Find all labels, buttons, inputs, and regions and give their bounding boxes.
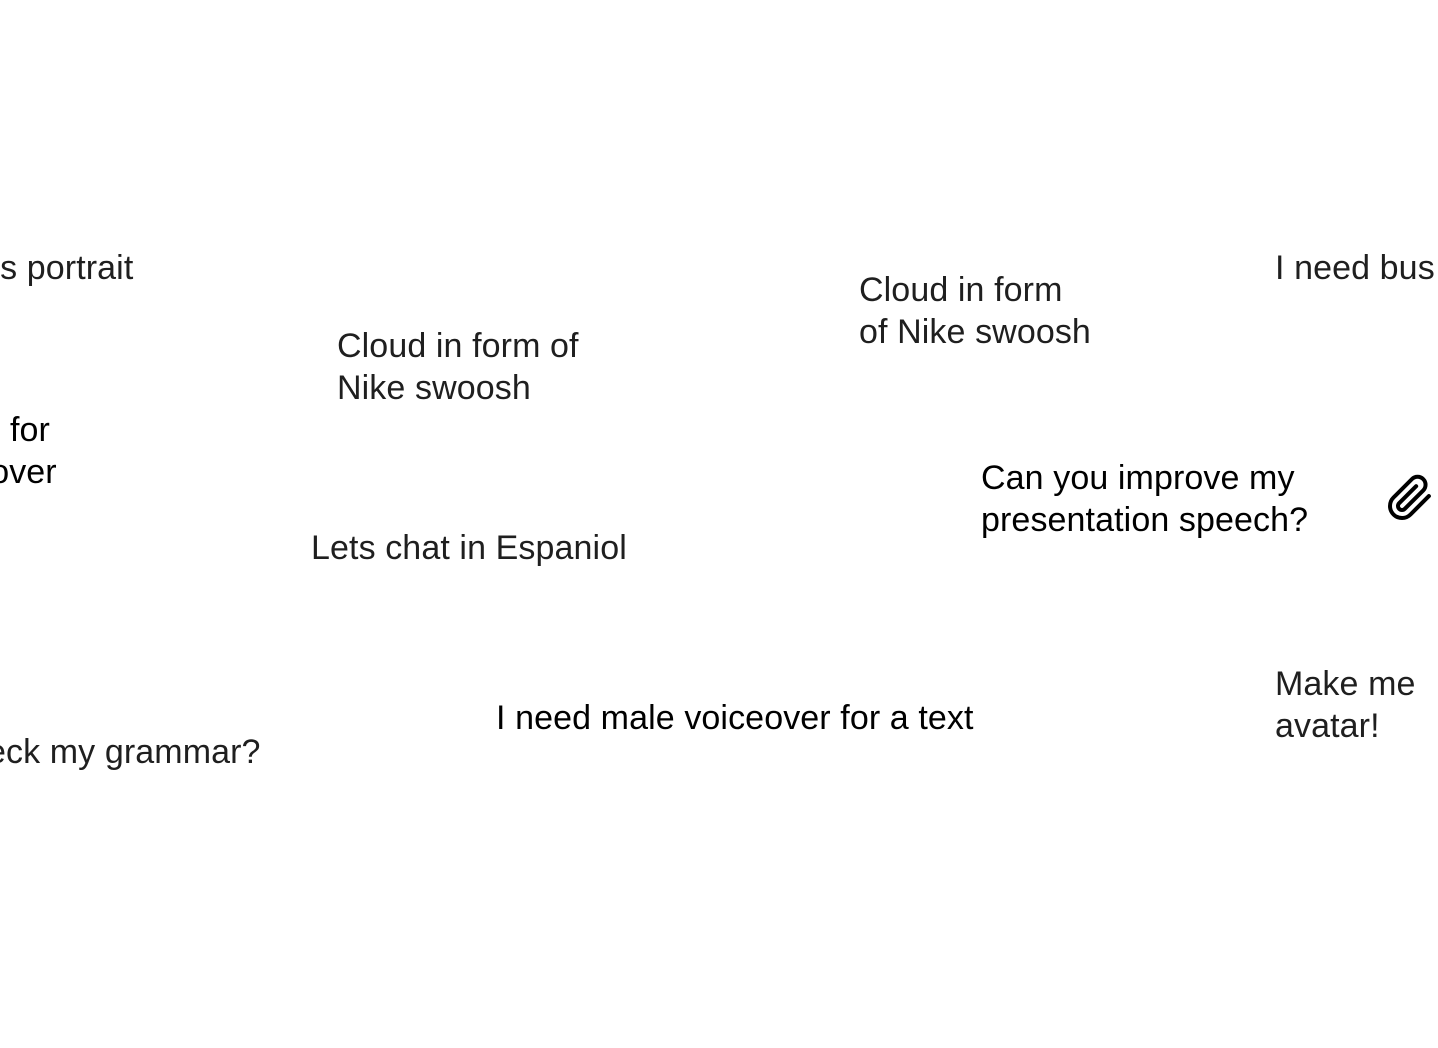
prompt-line: heck my grammar? bbox=[0, 733, 261, 771]
prompt-suggestion-make-avatar[interactable]: Make me avatar! bbox=[1275, 663, 1416, 747]
prompt-line: presentation speech? bbox=[981, 501, 1309, 539]
prompt-suggestion-male-voiceover[interactable]: I need male voiceover for a text bbox=[496, 697, 974, 739]
prompt-suggestion-business-portrait[interactable]: ess portrait bbox=[0, 247, 133, 289]
prompt-line: Cloud in form of bbox=[337, 327, 579, 365]
prompt-suggestion-cloud-nike-swoosh[interactable]: Cloud in form of Nike swoosh bbox=[337, 325, 579, 409]
prompt-line: Nike swoosh bbox=[337, 369, 531, 407]
prompt-suggestion-business[interactable]: I need bus bbox=[1275, 247, 1435, 289]
prompt-line: Can you improve my bbox=[981, 459, 1295, 497]
prompt-suggestion-chat-espaniol[interactable]: Lets chat in Espaniol bbox=[311, 527, 627, 569]
prompt-line: avatar! bbox=[1275, 707, 1380, 745]
prompt-line: I need bus bbox=[1275, 249, 1435, 287]
prompt-line: for bbox=[10, 411, 50, 449]
prompt-line: Lets chat in Espaniol bbox=[311, 529, 627, 567]
prompt-suggestion-check-grammar[interactable]: heck my grammar? bbox=[0, 731, 261, 773]
prompt-suggestion-cover[interactable]: for t cover bbox=[0, 409, 57, 493]
prompt-line: t cover bbox=[0, 453, 57, 491]
prompt-suggestion-improve-speech[interactable]: Can you improve my presentation speech? bbox=[981, 457, 1308, 541]
prompt-line: I need male voiceover for a text bbox=[496, 699, 974, 737]
prompt-line: of Nike swoosh bbox=[859, 313, 1091, 351]
prompt-line: Cloud in form bbox=[859, 271, 1063, 309]
prompt-line: ess portrait bbox=[0, 249, 134, 287]
prompt-line: Make me bbox=[1275, 665, 1416, 703]
paperclip-icon[interactable] bbox=[1386, 474, 1434, 522]
prompt-suggestion-cloud-nike-swoosh-alt[interactable]: Cloud in form of Nike swoosh bbox=[859, 269, 1091, 353]
